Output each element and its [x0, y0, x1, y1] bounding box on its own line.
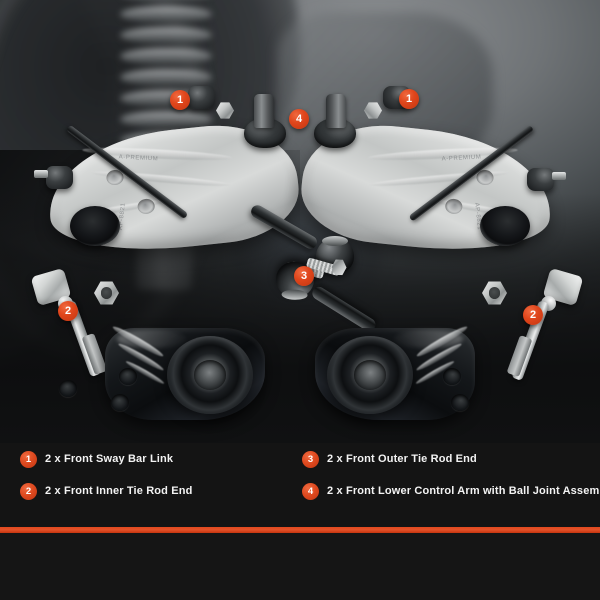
legend-badge-4: 4: [302, 482, 319, 500]
part-tie-rod-jam-nut-left: [94, 281, 119, 305]
callout-badge-2-inner-tie-rod-end-right[interactable]: 2: [523, 305, 543, 325]
callout-badge-4-lower-control-arm[interactable]: 4: [289, 109, 309, 129]
product-photo-stage: A-PREMIUM AP-8821 A-PREMIUM AP-8821: [0, 0, 600, 443]
callout-badge-2-inner-tie-rod-end-left[interactable]: 2: [58, 301, 78, 321]
legend-item-4: 4 2 x Front Lower Control Arm with Ball …: [302, 475, 600, 507]
part-tie-rod-jam-nut-right: [482, 281, 507, 305]
footer-bar: [0, 533, 600, 600]
legend-badge-1: 1: [20, 450, 37, 468]
callout-badge-1-sway-bar-link-right[interactable]: 1: [399, 89, 419, 109]
red-divider-line: [0, 527, 600, 533]
legend-column-left: 1 2 x Front Sway Bar Link 2 2 x Front In…: [20, 443, 300, 507]
part-control-arm-bracket-left: [59, 300, 265, 420]
part-front-lower-control-arm-left: A-PREMIUM AP-8821: [42, 94, 304, 276]
legend-label-2: 2 x Front Inner Tie Rod End: [45, 485, 193, 497]
legend-label-3: 2 x Front Outer Tie Rod End: [327, 453, 477, 465]
legend-badge-2: 2: [20, 482, 37, 500]
part-front-sway-bar-link-left: [34, 80, 234, 220]
legend-label-1: 2 x Front Sway Bar Link: [45, 453, 174, 465]
parts-legend: 1 2 x Front Sway Bar Link 2 2 x Front In…: [0, 443, 600, 527]
legend-column-right: 3 2 x Front Outer Tie Rod End 4 2 x Fron…: [302, 443, 600, 507]
callout-badge-1-sway-bar-link-left[interactable]: 1: [170, 90, 190, 110]
legend-label-4: 2 x Front Lower Control Arm with Ball Jo…: [327, 485, 600, 497]
legend-item-1: 1 2 x Front Sway Bar Link: [20, 443, 300, 475]
legend-badge-3: 3: [302, 450, 319, 468]
legend-item-3: 3 2 x Front Outer Tie Rod End: [302, 443, 594, 475]
legend-item-2: 2 2 x Front Inner Tie Rod End: [20, 475, 300, 507]
part-control-arm-bracket-right: [315, 300, 475, 420]
part-front-sway-bar-link-right: [365, 80, 566, 222]
callout-badge-3-outer-tie-rod-end[interactable]: 3: [294, 266, 314, 286]
